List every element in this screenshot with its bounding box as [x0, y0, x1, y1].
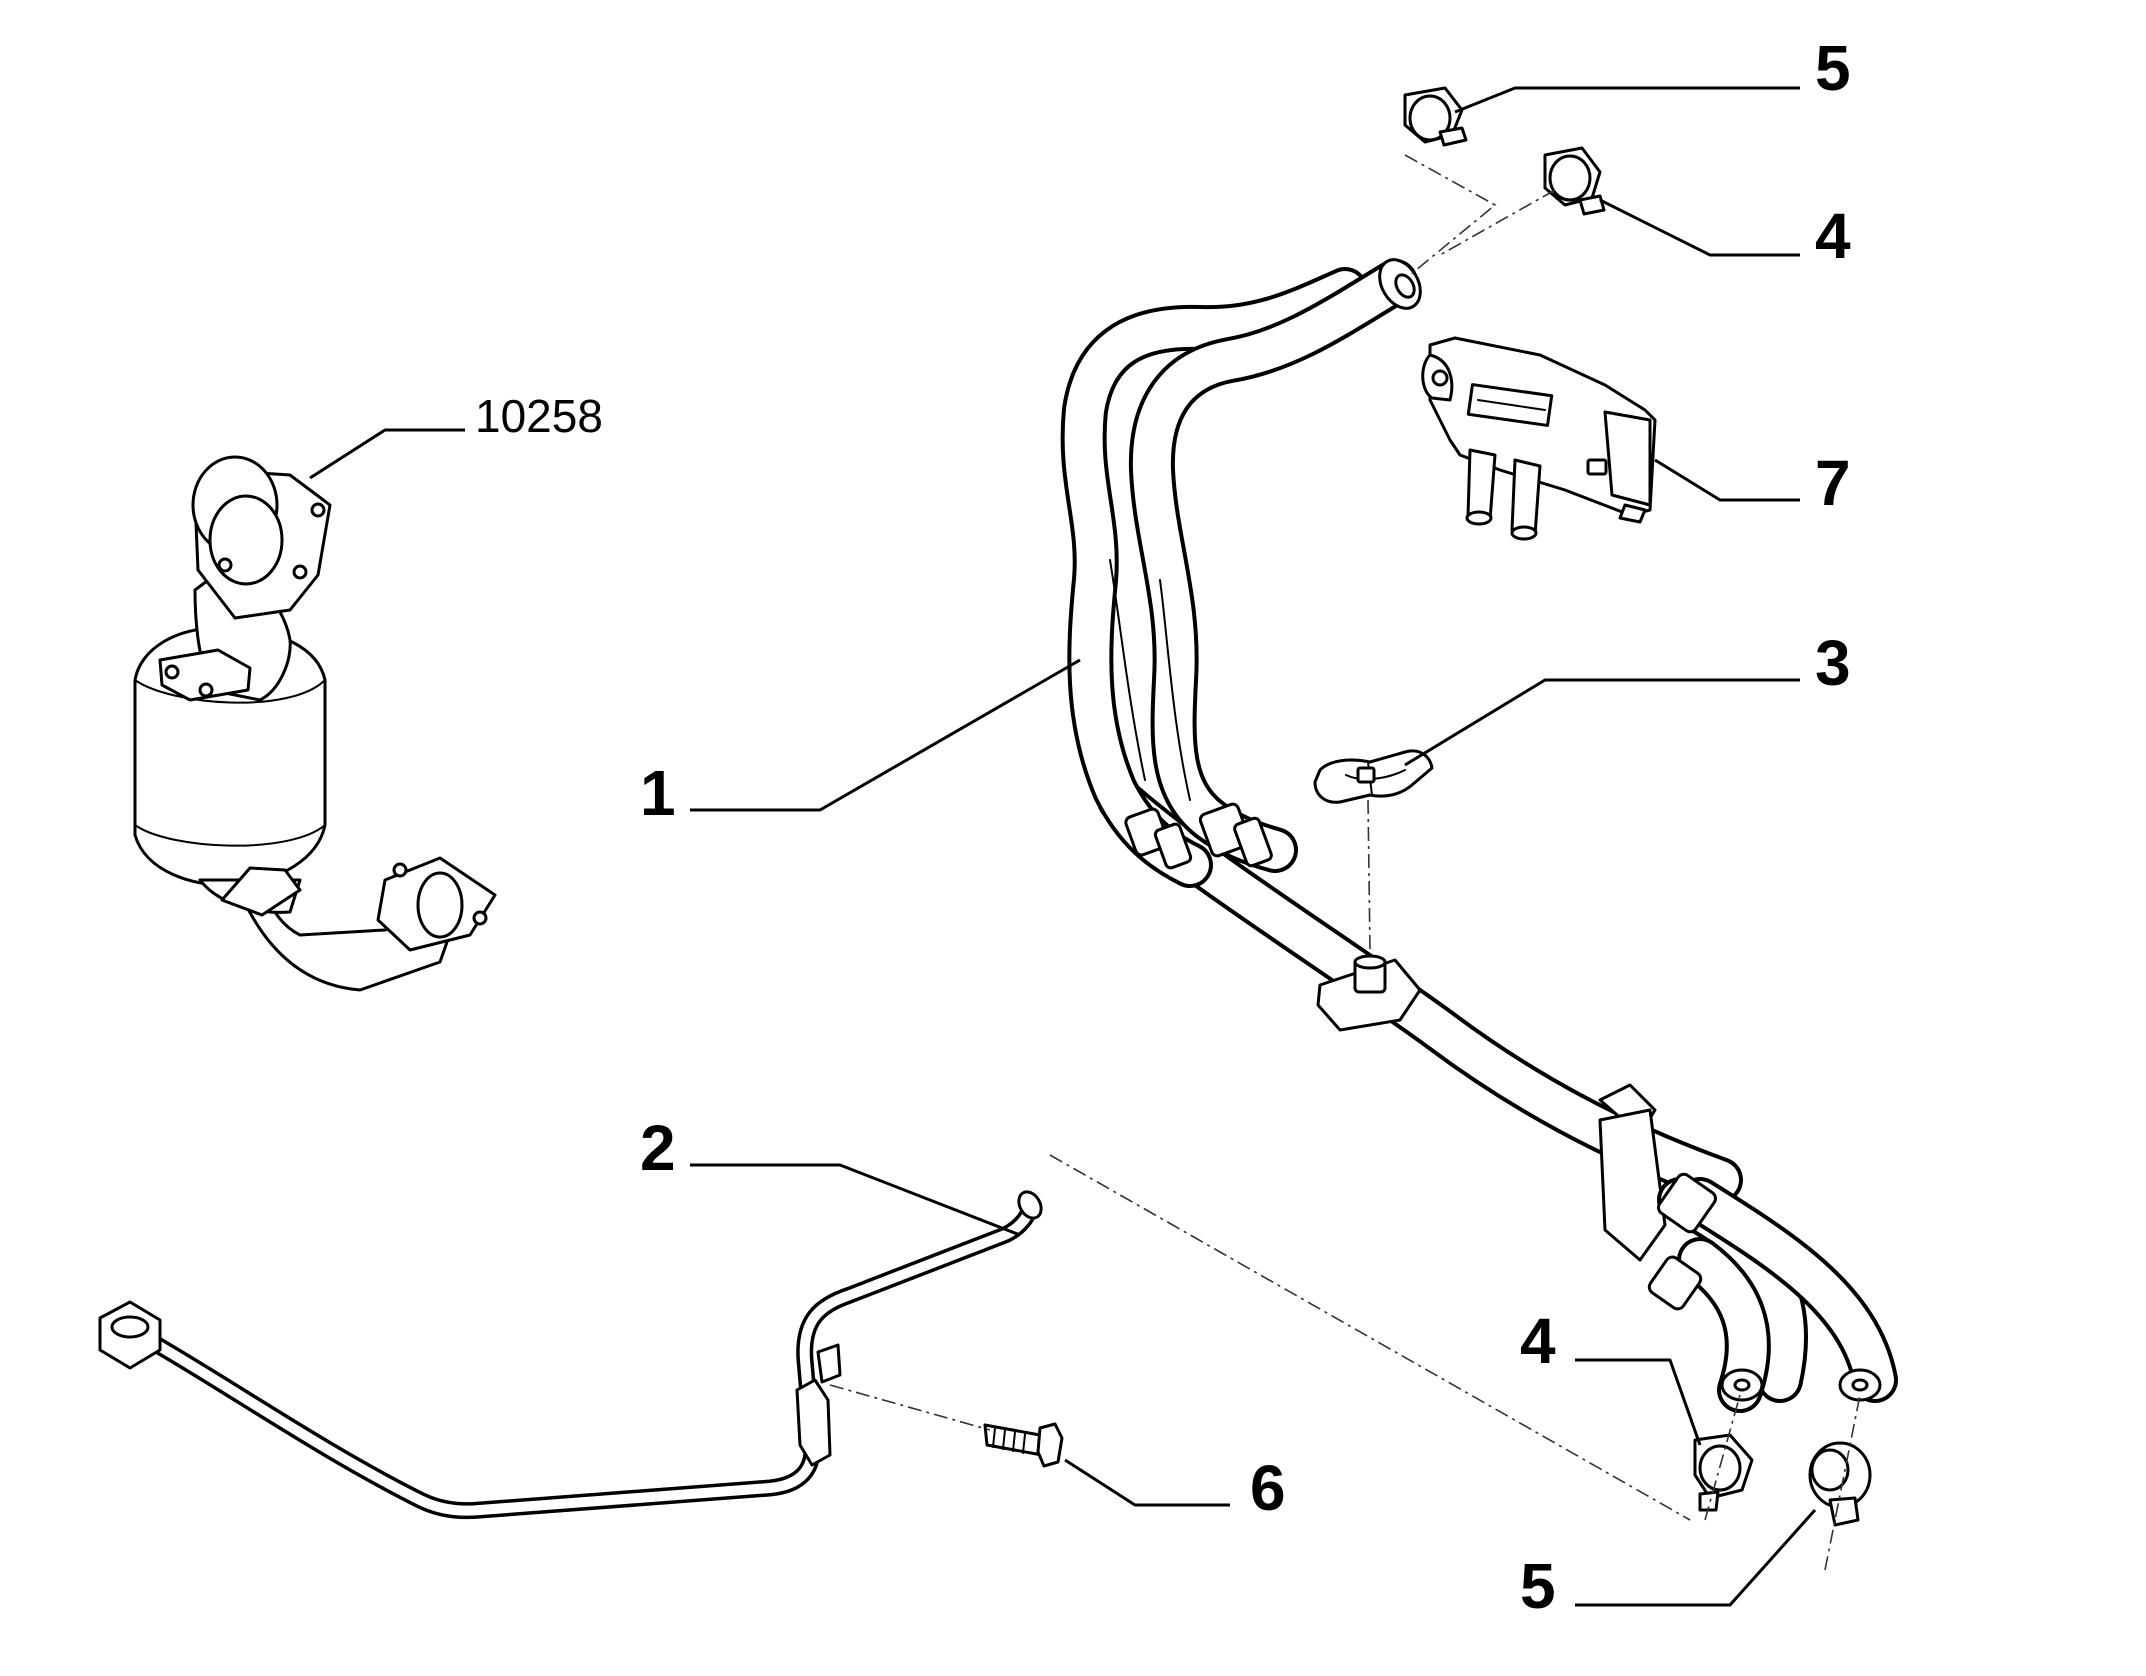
pressure-sensor-icon — [1421, 336, 1657, 541]
assembly-lines — [829, 154, 1861, 1571]
callout-2: 2 — [640, 1112, 676, 1184]
catalytic-converter-icon — [133, 455, 497, 992]
callout-labels: 10258 1 2 3 4 5 7 6 4 5 — [475, 32, 1851, 1622]
callout-4-top: 4 — [1815, 200, 1851, 272]
callout-6: 6 — [1250, 1452, 1286, 1524]
callout-4-bottom: 4 — [1520, 1305, 1556, 1377]
callout-3: 3 — [1815, 627, 1851, 699]
clamp-icon-lower — [1693, 1433, 1872, 1527]
callout-10258: 10258 — [475, 390, 603, 442]
bolt-icon — [983, 1422, 1064, 1468]
callout-7: 7 — [1815, 447, 1851, 519]
leader-lines — [309, 86, 1817, 1607]
callout-5-bottom: 5 — [1520, 1550, 1556, 1622]
callout-5-top: 5 — [1815, 32, 1851, 104]
clamp-icon — [1403, 86, 1606, 216]
pipe-icon — [98, 1190, 1043, 1520]
hose-assembly-icon — [1060, 258, 1898, 1413]
callout-1: 1 — [640, 757, 676, 829]
bracket-icon — [1313, 749, 1434, 804]
